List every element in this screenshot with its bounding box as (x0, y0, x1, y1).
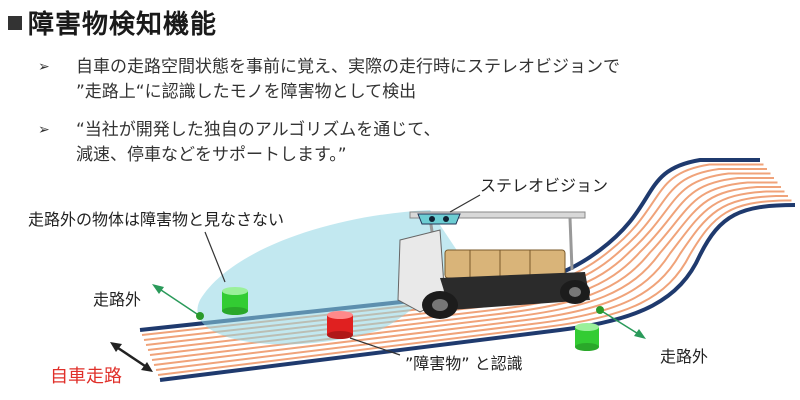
label-recognized: ”障害物” と認識 (405, 354, 523, 373)
obstacle-offroad-left (222, 287, 248, 315)
bullet-2-text: “当社が開発した独自のアルゴリズムを通じて、 減速、停車などをサポートします。” (76, 118, 440, 168)
arrow-bullet-icon: ➢ (38, 59, 50, 75)
lane-stripe (157, 199, 792, 376)
bullet-2-line-1: “当社が開発した独自のアルゴリズムを通じて、 (76, 120, 441, 140)
vehicle (397, 211, 590, 319)
bullet-1-line-1: 自車の走路空間状態を事前に覚え、実際の走行時にステレオビジョンで (76, 57, 620, 77)
pointer-stereo (449, 194, 481, 213)
label-stereo-vision: ステレオビジョン (480, 176, 609, 195)
pointer-recognized (349, 337, 401, 356)
title-square-icon (8, 16, 22, 30)
lane-stripe (155, 195, 788, 371)
bullet-1-text: 自車の走路空間状態を事前に覚え、実際の走行時にステレオビジョンで ”走路上“に認… (76, 55, 620, 105)
label-offroad-left: 走路外 (93, 290, 142, 309)
pointer-ignore (204, 231, 226, 283)
lane-stripe (153, 190, 785, 366)
bullet-1-line-2: ”走路上“に認識したモノを障害物として検出 (76, 82, 417, 102)
obstacle-offroad-right (575, 323, 599, 351)
label-own-lane: 自車走路 (50, 366, 122, 387)
own-lane-arrow (114, 344, 149, 370)
lane-stripe (151, 186, 781, 361)
detection-area (197, 210, 460, 345)
offroad-left-arrow (157, 287, 201, 317)
offroad-right-arrow (599, 309, 641, 336)
bullet-2-line-2: 減速、停車などをサポートします。” (76, 145, 347, 165)
road-edge-bottom (159, 203, 796, 382)
obstacle-onroad (327, 311, 353, 339)
label-ignore-offroad: 走路外の物体は障害物と見なさない (28, 210, 285, 229)
lane-stripe (149, 181, 778, 356)
title-text: 障害物検知機能 (28, 10, 218, 40)
arrow-bullet-icon: ➢ (38, 122, 50, 138)
page-title: 障害物検知機能 (8, 4, 217, 41)
label-offroad-right: 走路外 (660, 347, 709, 366)
